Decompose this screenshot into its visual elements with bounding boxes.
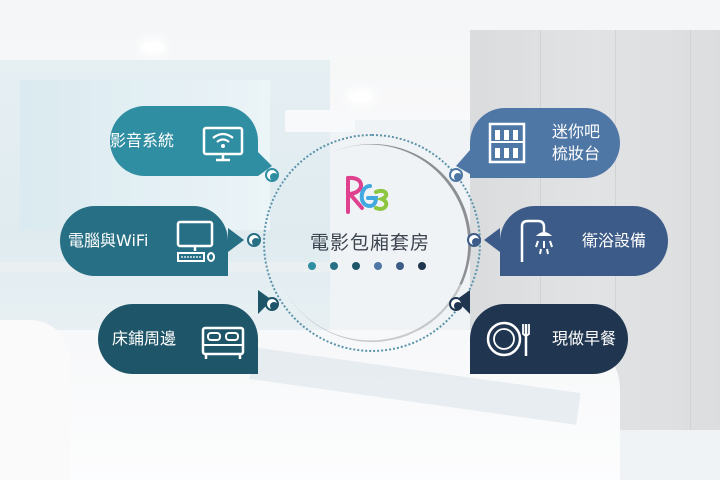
wardrobe-seam: [690, 30, 691, 430]
feature-label-line: 梳妝台: [552, 144, 601, 163]
center-dot: [396, 262, 404, 270]
center-dot: [418, 262, 426, 270]
shower-icon: [520, 219, 553, 262]
ceiling-light: [350, 92, 372, 102]
center-dot: [374, 262, 382, 270]
brand-logo: [346, 175, 389, 214]
connector-node-dot: [270, 302, 278, 310]
feature-label: 現做早餐: [552, 329, 617, 348]
feature-label: 電腦與WiFi: [68, 231, 149, 250]
air-conditioner: [285, 110, 355, 132]
feature-pill-bathroom: 衛浴設備: [500, 206, 668, 276]
pill-pointer: [456, 290, 470, 314]
center-title: 電影包廂套房: [309, 232, 430, 254]
feature-label: 影音系統: [110, 131, 175, 150]
feature-pill-breakfast: 現做早餐: [470, 304, 628, 374]
tv-wifi-icon: [202, 126, 244, 162]
center-dot-row: [308, 262, 426, 272]
feature-label: 衛浴設備: [582, 231, 647, 250]
plate-icon: [486, 321, 530, 357]
minibar-icon: [488, 122, 526, 164]
center-dot: [308, 262, 316, 270]
center-dot: [330, 262, 338, 270]
feature-pill-av-system: 影音系統: [110, 106, 258, 176]
pill-pointer: [484, 228, 500, 252]
computer-icon: [176, 220, 215, 262]
pill-pointer: [228, 228, 244, 252]
connector-node: [247, 233, 261, 247]
connector-node-dot: [454, 173, 462, 181]
ceiling-light: [142, 42, 164, 52]
feature-label-line: 迷你吧: [552, 122, 601, 141]
connector-node-dot: [252, 238, 260, 246]
feature-label: 床鋪周邊: [112, 329, 177, 348]
connector-node-dot: [472, 238, 480, 246]
pill-pointer: [258, 152, 272, 176]
connector-node: [265, 168, 279, 182]
connector-node: [467, 233, 481, 247]
feature-pill-minibar-vanity: 迷你吧 梳妝台: [470, 108, 620, 178]
center-dot: [352, 262, 360, 270]
connector-node: [449, 168, 463, 182]
bed-icon: [201, 326, 245, 359]
pillow: [0, 320, 70, 480]
feature-pill-computer-wifi: 電腦與WiFi: [60, 206, 228, 276]
connector-node: [265, 297, 279, 311]
feature-label: 迷你吧 梳妝台: [552, 108, 600, 178]
connector-node-dot: [454, 302, 462, 310]
connector-node-dot: [270, 173, 278, 181]
connector-node: [449, 297, 463, 311]
feature-pill-bedding: 床鋪周邊: [98, 304, 258, 374]
